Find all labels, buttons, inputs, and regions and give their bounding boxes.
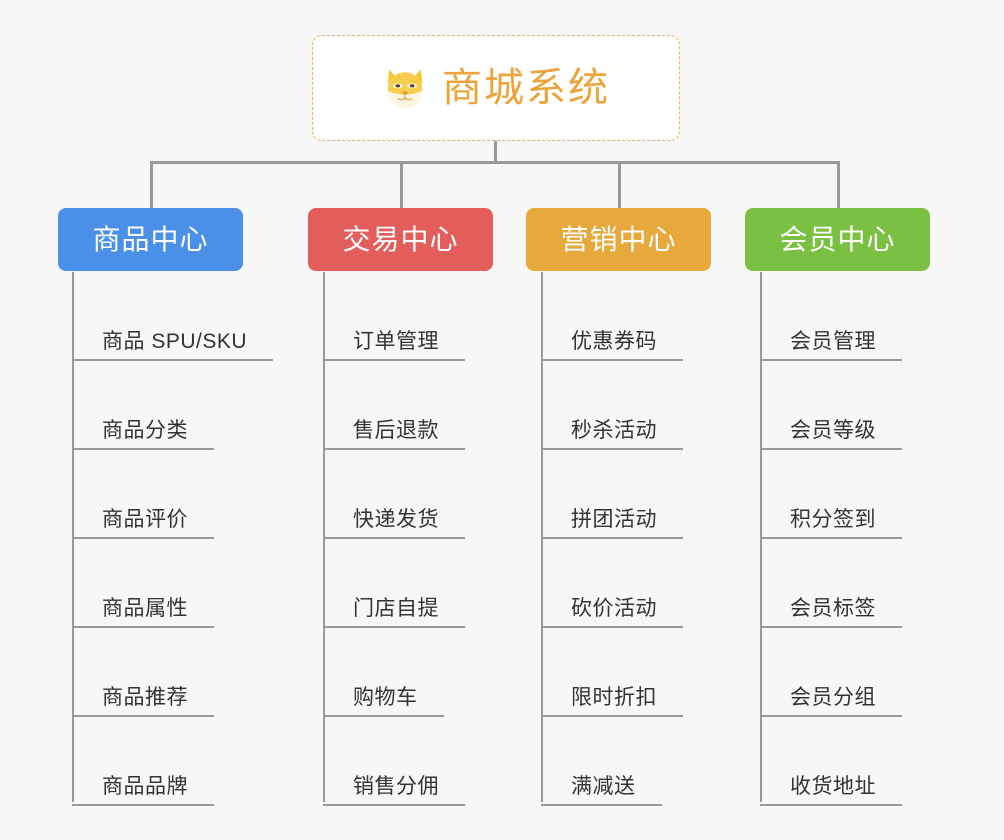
leaf-item-underline [72, 804, 214, 806]
leaf-item-underline [323, 359, 465, 361]
leaf-item[interactable]: 商品评价 [72, 450, 273, 539]
leaf-item-label: 商品属性 [102, 597, 188, 620]
leaf-item[interactable]: 限时折扣 [541, 628, 683, 717]
leaf-item[interactable]: 砍价活动 [541, 539, 683, 628]
leaf-item-underline [541, 537, 683, 539]
leaf-item[interactable]: 收货地址 [760, 717, 902, 806]
leaf-item[interactable]: 积分签到 [760, 450, 902, 539]
leaf-item[interactable]: 会员分组 [760, 628, 902, 717]
leaf-item-underline [72, 448, 214, 450]
leaf-item-label: 门店自提 [353, 597, 439, 620]
connector-horizontal-bar [150, 161, 840, 164]
leaf-item[interactable]: 商品属性 [72, 539, 273, 628]
category-box-4[interactable]: 会员中心 [745, 208, 930, 271]
leaf-item[interactable]: 满减送 [541, 717, 683, 806]
leaf-item-label: 商品评价 [102, 508, 188, 531]
leaf-item-underline [72, 715, 214, 717]
leaf-list-3: 优惠券码秒杀活动拼团活动砍价活动限时折扣满减送 [541, 272, 683, 806]
root-node[interactable]: 商城系统 [312, 35, 680, 141]
leaf-item[interactable]: 会员等级 [760, 361, 902, 450]
shiba-dog-face-icon [387, 69, 423, 109]
root-title: 商城系统 [442, 66, 610, 110]
leaf-list-4: 会员管理会员等级积分签到会员标签会员分组收货地址 [760, 272, 902, 806]
leaf-item-underline [72, 626, 214, 628]
leaf-item[interactable]: 商品分类 [72, 361, 273, 450]
leaf-item-label: 砍价活动 [571, 597, 657, 620]
leaf-item[interactable]: 拼团活动 [541, 450, 683, 539]
category-label-4: 会员中心 [779, 223, 896, 255]
leaf-item[interactable]: 会员标签 [760, 539, 902, 628]
leaf-item-underline [760, 715, 902, 717]
leaf-item-label: 会员标签 [790, 597, 876, 620]
leaf-item[interactable]: 销售分佣 [323, 717, 465, 806]
category-box-1[interactable]: 商品中心 [58, 208, 243, 271]
connector-drop-4 [837, 161, 840, 209]
leaf-item[interactable]: 会员管理 [760, 272, 902, 361]
leaf-list-2: 订单管理售后退款快递发货门店自提购物车销售分佣 [323, 272, 465, 806]
leaf-item-label: 商品分类 [102, 419, 188, 442]
leaf-item-underline [760, 448, 902, 450]
leaf-item-label: 会员管理 [790, 330, 876, 353]
leaf-item-underline [323, 537, 465, 539]
connector-drop-3 [618, 161, 621, 209]
leaf-item[interactable]: 售后退款 [323, 361, 465, 450]
leaf-item-label: 订单管理 [353, 330, 439, 353]
leaf-item-underline [323, 715, 444, 717]
leaf-item-label: 商品品牌 [102, 775, 188, 798]
leaf-item-label: 秒杀活动 [571, 419, 657, 442]
category-label-3: 营销中心 [560, 223, 677, 255]
leaf-item-underline [541, 359, 683, 361]
leaf-item[interactable]: 订单管理 [323, 272, 465, 361]
leaf-item-label: 销售分佣 [353, 775, 439, 798]
leaf-item[interactable]: 秒杀活动 [541, 361, 683, 450]
category-label-2: 交易中心 [342, 223, 459, 255]
category-box-2[interactable]: 交易中心 [308, 208, 493, 271]
leaf-item-underline [760, 359, 902, 361]
leaf-item-underline [323, 804, 465, 806]
leaf-item-label: 会员分组 [790, 686, 876, 709]
category-label-1: 商品中心 [92, 223, 209, 255]
leaf-item-underline [72, 359, 273, 361]
leaf-item-label: 会员等级 [790, 419, 876, 442]
leaf-item-underline [541, 715, 683, 717]
leaf-item-underline [760, 537, 902, 539]
leaf-item-label: 售后退款 [353, 419, 439, 442]
leaf-item-label: 商品推荐 [102, 686, 188, 709]
category-box-3[interactable]: 营销中心 [526, 208, 711, 271]
leaf-item-underline [541, 626, 683, 628]
leaf-item-label: 拼团活动 [571, 508, 657, 531]
leaf-item[interactable]: 购物车 [323, 628, 465, 717]
leaf-item-label: 优惠券码 [571, 330, 657, 353]
leaf-item-label: 快递发货 [353, 508, 439, 531]
leaf-item-underline [541, 448, 683, 450]
leaf-item[interactable]: 优惠券码 [541, 272, 683, 361]
leaf-item-label: 购物车 [353, 686, 418, 709]
leaf-item-underline [760, 804, 902, 806]
connector-drop-1 [150, 161, 153, 209]
leaf-item[interactable]: 商品 SPU/SKU [72, 272, 273, 361]
leaf-list-1: 商品 SPU/SKU 商品分类商品评价商品属性商品推荐商品品牌 [72, 272, 273, 806]
leaf-item-label: 商品 SPU/SKU [102, 330, 248, 353]
leaf-item-label: 积分签到 [790, 508, 876, 531]
leaf-item[interactable]: 商品品牌 [72, 717, 273, 806]
leaf-item-underline [323, 448, 465, 450]
leaf-item-underline [541, 804, 662, 806]
leaf-item-label: 收货地址 [790, 775, 876, 798]
leaf-item[interactable]: 门店自提 [323, 539, 465, 628]
leaf-item-underline [72, 537, 214, 539]
leaf-item[interactable]: 商品推荐 [72, 628, 273, 717]
leaf-item-label: 限时折扣 [571, 686, 657, 709]
leaf-item-label: 满减送 [571, 775, 636, 798]
connector-root-stem [494, 141, 497, 164]
leaf-item-underline [323, 626, 465, 628]
connector-drop-2 [400, 161, 403, 209]
leaf-item-underline [760, 626, 902, 628]
leaf-item[interactable]: 快递发货 [323, 450, 465, 539]
